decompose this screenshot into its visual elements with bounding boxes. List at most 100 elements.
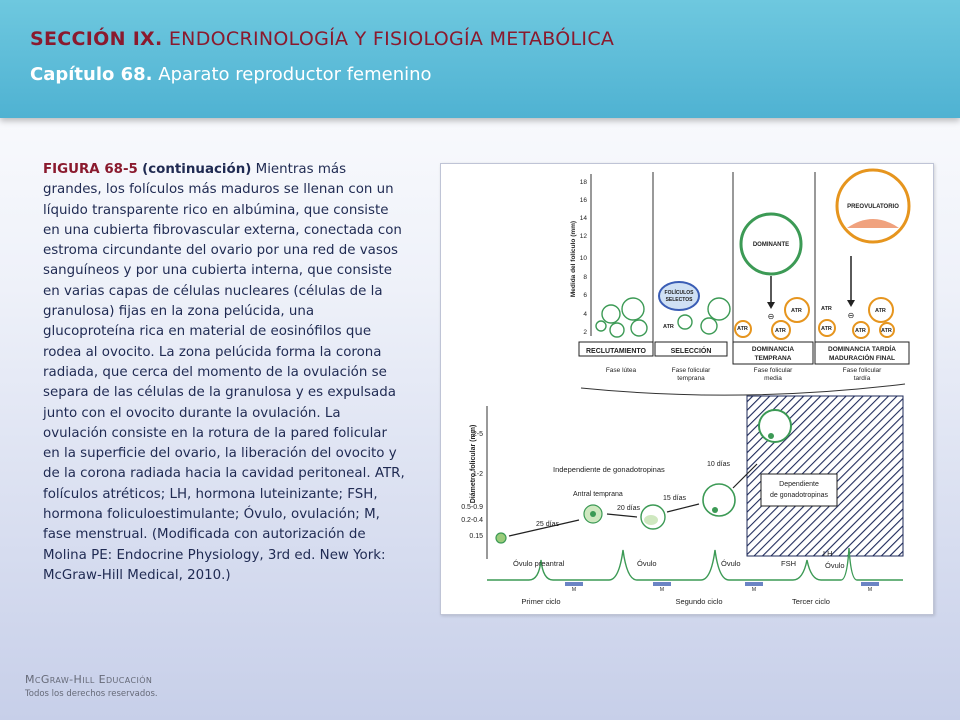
bottom-tick: 0.5-0.9 — [461, 504, 483, 511]
atr-label: ATR — [875, 308, 886, 314]
bottom-axis-label: Diámetro folicular (mm) — [470, 425, 477, 504]
atr-label: ATR — [663, 324, 674, 330]
dependent-label: Dependiente — [779, 481, 819, 488]
top-axis-label: Medida del folículo (mm) — [570, 221, 577, 297]
growth-arrows — [508, 463, 758, 537]
dependent-label-box — [760, 473, 838, 507]
stage-final-maturation: MADURACIÓN FINAL — [829, 353, 895, 362]
follicle-development-figure: Medida del folículo (mm) 18 16 14 12 10 … — [440, 163, 934, 615]
m-label: M — [752, 587, 756, 593]
selected-follicle-group — [658, 281, 700, 311]
recruitment-follicles — [595, 297, 648, 338]
top-tick: 4 — [583, 311, 587, 318]
atr-label: ATR — [821, 306, 832, 312]
days-25: 25 días — [536, 521, 559, 528]
atr-labels: ATR ATR ATR ATR ATR ATR ATR ATR ATR — [663, 306, 892, 334]
large-antral-oocyte — [768, 433, 774, 439]
figure-continuation: (continuación) — [142, 162, 252, 177]
cycle-label-ovulation-3: Óvulo — [825, 561, 845, 570]
top-tick: 2 — [583, 329, 587, 336]
dominant-arrowhead — [767, 302, 775, 309]
dominant-label: DOMINANTE — [753, 242, 789, 248]
bottom-tick: 0.2-0.4 — [461, 517, 483, 524]
stage-recruitment: RECLUTAMIENTO — [586, 348, 647, 355]
preovulatory-cumulus — [847, 219, 899, 228]
stage-late-dominance: DOMINANCIA TARDÍA — [828, 344, 896, 353]
phase-late-2: tardía — [854, 375, 871, 382]
top-tick: 16 — [580, 197, 588, 204]
phase-mid-2: media — [764, 375, 782, 382]
bottom-axis-ticks: 2-5 1-2 0.5-0.9 0.2-0.4 0.15 — [461, 431, 483, 540]
cycle-label-lh: LH — [823, 549, 833, 558]
atr-label: ATR — [821, 326, 832, 332]
selected-label: FOLÍCULOS — [665, 288, 695, 296]
caption-text: Mientras más grandes, los folículos más … — [43, 162, 405, 583]
days-20: 20 días — [617, 505, 640, 512]
section-name: ENDOCRINOLOGÍA Y FISIOLOGÍA METABÓLICA — [168, 28, 615, 50]
publisher-brand: McGraw-Hill Educación — [25, 673, 153, 686]
late-dominance-follicles — [818, 297, 895, 339]
top-tick: 12 — [580, 233, 588, 240]
stage-early-dominance-2: TEMPRANA — [755, 355, 792, 362]
atr-label: ATR — [881, 328, 892, 334]
cycle-label-fsh: FSH — [781, 559, 796, 568]
growth-follicles — [495, 483, 736, 544]
selection-follicles — [677, 297, 731, 335]
atr-label: ATR — [855, 328, 866, 334]
inhibition-symbol: ⊖ — [848, 311, 855, 320]
cycle-label-ovulation: Óvulo — [637, 559, 657, 568]
cycle-label-preantral: Óvulo preantral — [513, 559, 565, 568]
figure-caption: FIGURA 68-5 (continuación) Mientras más … — [43, 160, 405, 586]
independent-label: Independiente de gonadotropinas — [553, 465, 665, 474]
antral-early-label: Antral temprana — [573, 491, 623, 498]
cycle-first: Primer ciclo — [521, 597, 560, 606]
selected-label: SELECTOS — [666, 297, 694, 303]
section-title: SECCIÓN IX. ENDOCRINOLOGÍA Y FISIOLOGÍA … — [30, 28, 614, 50]
copyright-notice: Todos los derechos reservados. — [25, 689, 158, 699]
slide-header: SECCIÓN IX. ENDOCRINOLOGÍA Y FISIOLOGÍA … — [0, 0, 960, 118]
m-label: M — [660, 587, 664, 593]
bottom-tick: 2-5 — [473, 431, 483, 438]
inhibition-symbol: ⊖ — [768, 312, 775, 321]
phase-mid: Fase folicular — [754, 367, 793, 374]
stage-selection: SELECCIÓN — [671, 346, 712, 355]
top-tick: 14 — [580, 215, 588, 222]
atr-label: ATR — [775, 328, 786, 334]
preovulatory-arrowhead — [847, 300, 855, 307]
hormone-cycle-curve — [487, 547, 903, 581]
cycle-third: Tercer ciclo — [792, 597, 830, 606]
bottom-tick: 1-2 — [473, 471, 483, 478]
figure-label: FIGURA 68-5 — [43, 162, 138, 177]
menstrual-markers: M M M M — [565, 582, 879, 593]
top-axis-ticks: 18 16 14 12 10 8 6 4 2 — [580, 179, 588, 336]
days-15: 15 días — [663, 495, 686, 502]
top-tick: 18 — [580, 179, 588, 186]
stage-boxes — [578, 341, 910, 365]
phase-late: Fase folicular — [843, 367, 882, 374]
dependent-label-2: de gonadotropinas — [770, 492, 828, 499]
phase-early-2: temprana — [677, 375, 705, 382]
chapter-name: Aparato reproductor femenino — [158, 64, 432, 85]
cycle-second: Segundo ciclo — [675, 597, 722, 606]
bottom-tick: 0.15 — [469, 533, 483, 540]
section-label: SECCIÓN IX. — [30, 28, 163, 50]
m-label: M — [572, 587, 576, 593]
figure-diagram: Medida del folículo (mm) 18 16 14 12 10 … — [461, 168, 911, 606]
top-tick: 10 — [580, 255, 588, 262]
early-dominance-follicles — [734, 297, 810, 340]
brace-curve — [580, 383, 906, 396]
large-antral-follicle — [758, 409, 792, 443]
m-label: M — [868, 587, 872, 593]
cycle-label-ovulation-2: Óvulo — [721, 559, 741, 568]
days-10: 10 días — [707, 461, 730, 468]
top-tick: 8 — [583, 274, 587, 281]
stage-early-dominance: DOMINANCIA — [752, 346, 795, 353]
preovulatory-label: PREOVULATORIO — [847, 204, 899, 210]
phase-luteal: Fase lútea — [606, 367, 637, 374]
phase-early: Fase folicular — [672, 367, 711, 374]
atr-label: ATR — [791, 308, 802, 314]
dominant-follicle — [739, 212, 803, 276]
chapter-title: Capítulo 68. Aparato reproductor femenin… — [30, 64, 432, 85]
atr-label: ATR — [737, 326, 748, 332]
top-tick: 6 — [583, 292, 587, 299]
